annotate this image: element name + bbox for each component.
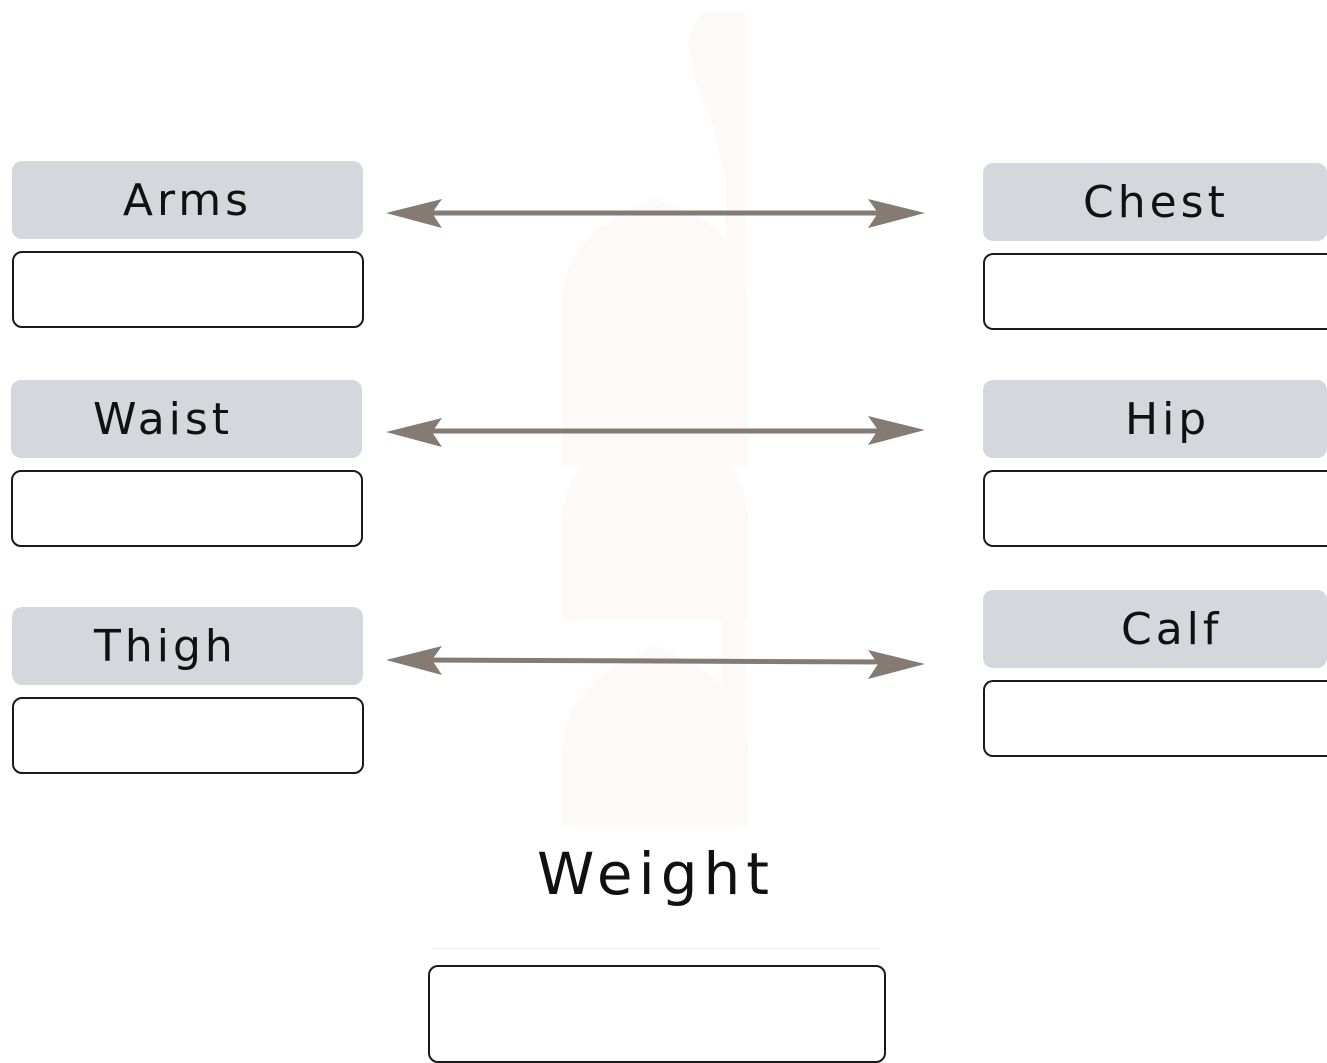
arms-label: Arms <box>12 161 363 239</box>
chest-label-text: Chest <box>1083 176 1229 228</box>
weight-label: Weight <box>430 832 882 916</box>
calf-label-text: Calf <box>1121 603 1223 655</box>
weight-input[interactable] <box>428 965 886 1063</box>
thigh-input[interactable] <box>12 697 364 774</box>
chest-input[interactable] <box>983 253 1327 330</box>
calf-label: Calf <box>983 590 1327 668</box>
arrow-left-head-arms <box>386 199 442 228</box>
calf-input[interactable] <box>983 680 1327 757</box>
arms-label-text: Arms <box>122 174 253 226</box>
arrow-left-head-waist <box>386 418 442 447</box>
hip-input[interactable] <box>983 470 1327 547</box>
hip-label: Hip <box>983 380 1327 458</box>
weight-divider <box>432 948 880 949</box>
arrow-right-head-calf <box>868 650 925 679</box>
weight-label-text: Weight <box>536 840 776 908</box>
waist-label: Waist <box>11 380 362 458</box>
thigh-label: Thigh <box>12 607 363 685</box>
arrow-left-head-thigh <box>386 646 442 675</box>
arms-input[interactable] <box>12 251 364 328</box>
hip-label-text: Hip <box>1125 393 1211 445</box>
arrow-right-head-hip <box>868 416 925 445</box>
thigh-label-text: Thigh <box>94 620 237 672</box>
waist-label-text: Waist <box>93 393 234 445</box>
arrow-right-head-chest <box>868 199 925 228</box>
waist-input[interactable] <box>11 470 363 547</box>
chest-label: Chest <box>983 163 1327 241</box>
